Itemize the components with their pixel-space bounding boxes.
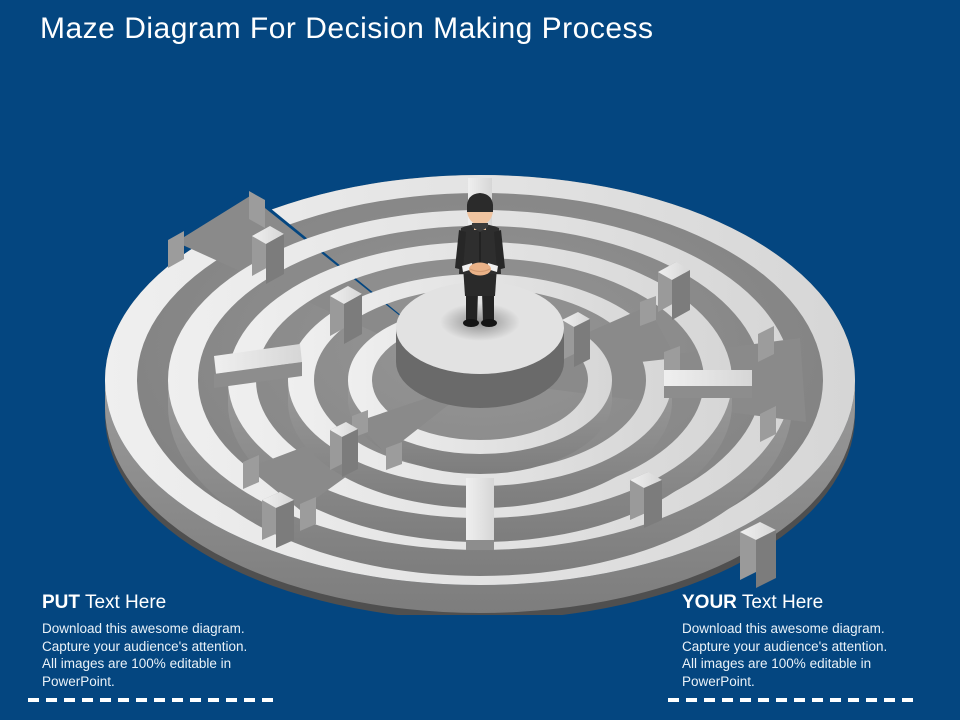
figure-shoe-right xyxy=(481,319,497,327)
figure-shadow xyxy=(440,303,520,341)
caption-left-body: Download this awesome diagram. Capture y… xyxy=(42,620,358,690)
radial-wall-outer-lower-right xyxy=(740,522,776,588)
caption-left-heading-rest: Text Here xyxy=(84,592,167,613)
divider-dashed-right xyxy=(668,698,920,702)
caption-left-line-2: Capture your audience's attention. xyxy=(42,638,248,654)
caption-right-heading-strong: YOUR xyxy=(682,592,737,613)
figure-arm-right xyxy=(494,230,505,270)
divider-dashed-left xyxy=(28,698,280,702)
caption-left-line-1: Download this awesome diagram. xyxy=(42,621,245,636)
figure-collar xyxy=(472,223,488,232)
maze-diagram-graphic xyxy=(0,70,960,615)
page-title: Maze Diagram For Decision Making Process xyxy=(40,12,654,45)
figure-shoe-left xyxy=(463,319,479,327)
caption-right-line-3: All images are 100% editable in xyxy=(682,656,872,671)
podium-side xyxy=(396,328,564,408)
caption-right: YOUR Text Here Download this awesome dia… xyxy=(668,592,960,690)
maze-centre-podium xyxy=(396,282,564,408)
caption-left: PUT Text Here Download this awesome diag… xyxy=(28,592,358,690)
radial-wall-left-spoke xyxy=(214,344,302,388)
caption-left-line-3: All images are 100% editable in xyxy=(42,656,232,671)
maze-radial-walls xyxy=(214,178,776,588)
caption-left-heading-strong: PUT xyxy=(42,592,80,613)
figure-arm-left xyxy=(455,230,466,270)
radial-wall-bottom-centre xyxy=(466,478,494,550)
caption-right-heading-rest: Text Here xyxy=(741,592,824,613)
figure-leg-left xyxy=(466,292,478,322)
caption-left-line-4: PowerPoint. xyxy=(42,673,115,689)
figure-hands xyxy=(469,262,491,276)
caption-right-line-4: PowerPoint. xyxy=(682,673,755,689)
businessman-figure xyxy=(455,193,505,327)
radial-wall-centre-right xyxy=(562,312,590,367)
radial-wall-lower-left xyxy=(262,492,294,548)
maze-svg xyxy=(105,175,855,615)
radial-wall-mid-left xyxy=(330,286,362,344)
caption-right-line-1: Download this awesome diagram. xyxy=(682,621,885,636)
radial-wall-lower-centre-left xyxy=(330,422,358,477)
figure-leg-right xyxy=(482,292,494,322)
caption-right-heading: YOUR Text Here xyxy=(682,592,960,614)
caption-left-heading: PUT Text Here xyxy=(42,592,358,614)
caption-right-body: Download this awesome diagram. Capture y… xyxy=(682,620,960,690)
radial-wall-upper-left xyxy=(252,226,284,284)
radial-wall-right-spoke xyxy=(664,370,752,398)
maze-body xyxy=(105,175,855,615)
radial-wall-upper-right xyxy=(658,262,690,320)
radial-wall-lower-right xyxy=(630,472,662,528)
caption-right-line-2: Capture your audience's attention. xyxy=(682,638,888,654)
